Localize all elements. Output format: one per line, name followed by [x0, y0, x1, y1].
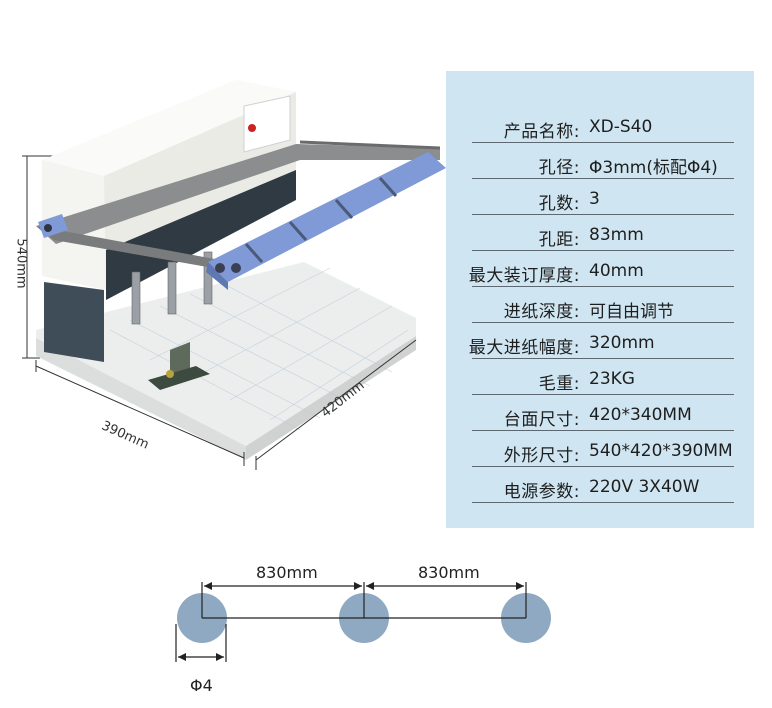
spec-row-gross-weight: 毛重: 23KG	[446, 361, 754, 397]
spec-value: 83mm	[589, 225, 644, 245]
base-dimension-lines	[35, 339, 417, 470]
spec-label: 外形尺寸:	[503, 446, 580, 466]
hole-spacing-label-2: 830mm	[418, 563, 480, 582]
spec-row-hole-diameter: 孔径: Φ3mm(标配Φ4)	[446, 145, 754, 181]
spec-panel: 产品名称: XD-S40 孔径: Φ3mm(标配Φ4) 孔数: 3 孔距: 83…	[446, 71, 754, 528]
spec-row-product-name: 产品名称: XD-S40	[446, 109, 754, 145]
spec-row-max-thickness: 最大装订厚度: 40mm	[446, 253, 754, 289]
spec-label: 毛重:	[538, 374, 580, 394]
spec-underline	[472, 322, 734, 323]
spec-label: 电源参数:	[503, 482, 580, 502]
spec-row-hole-spacing: 孔距: 83mm	[446, 217, 754, 253]
hole-diameter-label: Φ4	[190, 676, 213, 695]
spec-underline	[472, 502, 734, 503]
spec-underline	[472, 142, 734, 143]
machine-base	[36, 262, 416, 460]
spec-row-table-size: 台面尺寸: 420*340MM	[446, 397, 754, 433]
handle-grip	[38, 152, 446, 290]
spacing-arrowheads	[178, 582, 524, 661]
spec-underline	[472, 286, 734, 287]
spec-value: 23KG	[589, 369, 635, 389]
spec-underline	[472, 430, 734, 431]
spec-value: 可自由调节	[589, 302, 674, 322]
spec-underline	[472, 394, 734, 395]
spec-label: 最大进纸幅度:	[468, 338, 580, 358]
spec-underline	[472, 214, 734, 215]
hole-spacing-diagram	[175, 582, 551, 662]
spec-value: 220V 3X40W	[589, 477, 700, 497]
spec-value: XD-S40	[589, 117, 653, 137]
height-dimension-label: 540mm	[13, 238, 29, 289]
spec-value: Φ3mm(标配Φ4)	[589, 158, 718, 178]
hole-spacing-label-1: 830mm	[256, 563, 318, 582]
spec-value: 320mm	[589, 333, 655, 353]
spec-label: 进纸深度:	[503, 302, 580, 322]
handle-rail	[36, 140, 441, 272]
spec-label: 孔径:	[538, 158, 580, 178]
spec-value: 540*420*390MM	[589, 441, 733, 461]
spec-row-hole-count: 孔数: 3	[446, 181, 754, 217]
spec-row-max-feed-width: 最大进纸幅度: 320mm	[446, 325, 754, 361]
spec-value: 40mm	[589, 261, 644, 281]
spec-underline	[472, 250, 734, 251]
spec-label: 孔距:	[538, 230, 580, 250]
spec-label: 孔数:	[538, 194, 580, 214]
spec-underline	[472, 466, 734, 467]
spec-underline	[472, 358, 734, 359]
spec-value: 420*340MM	[589, 405, 692, 425]
spec-underline	[472, 178, 734, 179]
spec-label: 最大装订厚度:	[468, 266, 580, 286]
spec-label: 产品名称:	[503, 122, 580, 142]
binding-machine-illustration	[22, 80, 446, 470]
spec-label: 台面尺寸:	[503, 410, 580, 430]
spec-row-power: 电源参数: 220V 3X40W	[446, 469, 754, 505]
spec-value: 3	[589, 189, 600, 209]
spec-row-overall-size: 外形尺寸: 540*420*390MM	[446, 433, 754, 469]
spec-row-feed-depth: 进纸深度: 可自由调节	[446, 289, 754, 325]
